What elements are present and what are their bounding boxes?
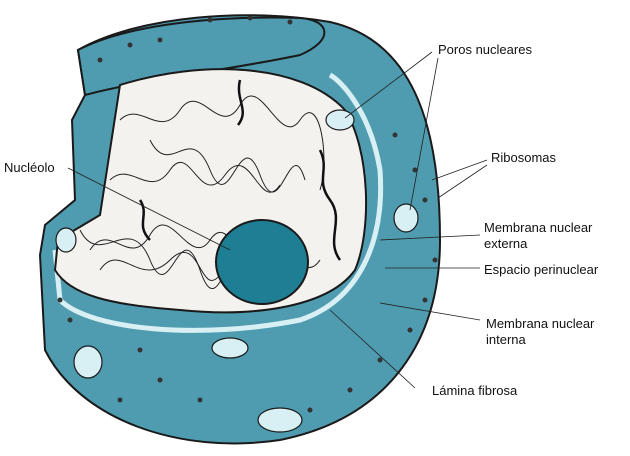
label-membrana-externa-line2: externa bbox=[484, 236, 528, 251]
label-membrana-externa-line1: Membrana nuclear bbox=[484, 220, 593, 235]
label-membrana-interna: Membrana nuclear interna bbox=[486, 316, 594, 348]
ribosomes bbox=[57, 15, 438, 413]
perinuclear-space bbox=[52, 72, 384, 333]
chromatin-thick bbox=[138, 79, 342, 261]
label-membrana-interna-line2: interna bbox=[486, 332, 526, 347]
nuclear-pores bbox=[55, 109, 419, 433]
label-lamina-fibrosa: Lámina fibrosa bbox=[432, 383, 518, 398]
label-membrana-interna-line1: Membrana nuclear bbox=[486, 316, 595, 331]
label-nucleolo: Nucléolo bbox=[4, 160, 55, 175]
label-espacio-perinuclear: Espacio perinuclear bbox=[484, 262, 599, 277]
nucleolus bbox=[215, 219, 309, 305]
label-membrana-externa: Membrana nuclear externa bbox=[484, 220, 592, 252]
label-poros-nucleares: Poros nucleares bbox=[438, 42, 532, 57]
leader-lines bbox=[67, 51, 488, 389]
label-ribosomas: Ribosomas bbox=[491, 150, 557, 165]
